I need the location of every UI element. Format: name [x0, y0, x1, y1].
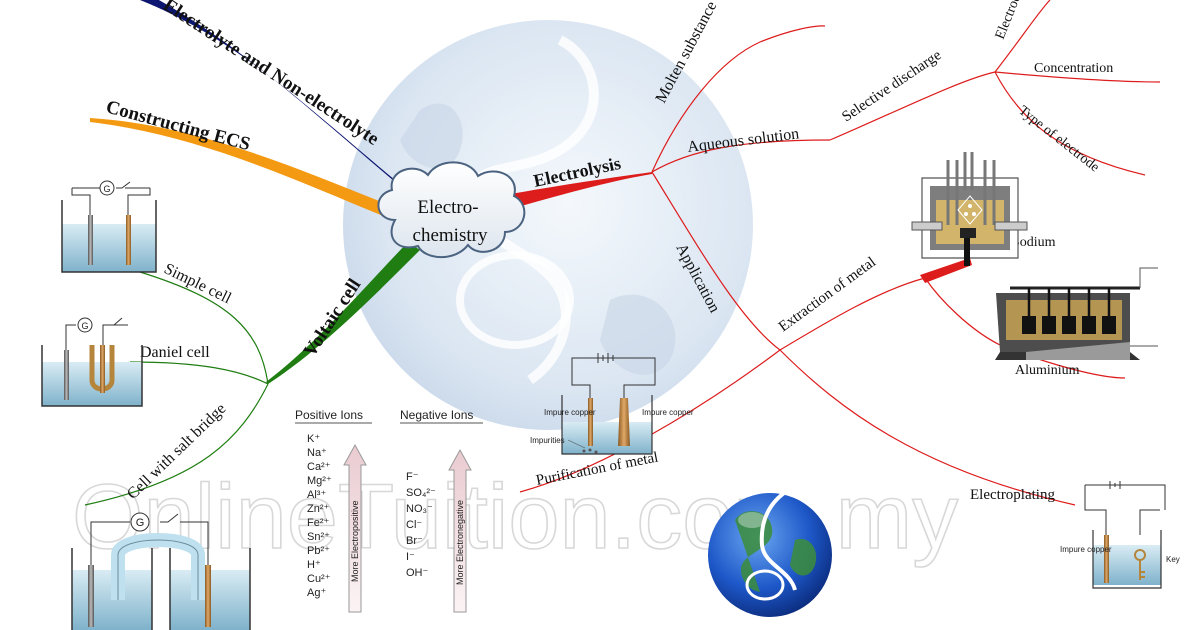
aluminium-cell-diagram: [995, 267, 1158, 360]
positive-ion: Al³⁺: [307, 489, 326, 501]
negative-ion: SO₄²⁻: [406, 487, 436, 499]
label-sodium: Sodium: [1012, 235, 1056, 250]
electronegative-arrow: [448, 448, 472, 613]
salt-bridge-cell-diagram: G: [71, 512, 251, 630]
battery-icon: [1109, 481, 1121, 489]
label-key: Key: [1166, 555, 1180, 564]
globe-icon: [708, 486, 832, 617]
positive-ion: Pb²⁺: [307, 545, 330, 557]
switch-icon: [160, 513, 179, 523]
label-aluminium: Aluminium: [1015, 363, 1080, 378]
negative-ion: OH⁻: [406, 567, 429, 579]
label-extraction-of-metal: Extraction of metal: [776, 254, 879, 335]
label-impure-copper: Impure copper: [544, 408, 596, 417]
positive-ions-header: Positive Ions: [295, 408, 363, 422]
switch-icon: [108, 317, 123, 326]
center-title-line2: chemistry: [413, 225, 488, 246]
negative-ion: Br⁻: [406, 535, 423, 547]
negative-ion: F⁻: [406, 471, 419, 483]
label-concentration: Concentration: [1034, 61, 1113, 76]
label-impurities: Impurities: [530, 436, 565, 445]
positive-ion: Zn²⁺: [307, 503, 330, 515]
positive-ion: Ag⁺: [307, 587, 326, 599]
label-electroplating: Electroplating: [970, 487, 1055, 503]
positive-ion: Sn²⁺: [307, 531, 330, 543]
galvanometer-icon: [77, 317, 93, 333]
purification-cell-diagram: Impure copper Impure copper Impurities: [530, 353, 694, 455]
positive-ion: Fe²⁺: [307, 517, 330, 529]
electropositive-arrow: [343, 443, 367, 613]
label-simple-cell: Simple cell: [161, 260, 234, 307]
positive-ion: Mg²⁺: [307, 475, 332, 487]
positive-ion: Ca²⁺: [307, 461, 331, 473]
simple-cell-diagram: G: [61, 180, 157, 273]
extraction-to-sodium-branch: [920, 258, 972, 283]
svg-text:G: G: [81, 321, 88, 331]
positive-ion: H⁺: [307, 559, 321, 571]
label-impure-copper: Impure copper: [1060, 545, 1112, 554]
negative-ions-header: Negative Ions: [400, 408, 473, 422]
svg-text:G: G: [136, 517, 145, 529]
galvanometer-icon: [99, 180, 115, 196]
electroplating-cell-diagram: Impure copper Key: [1060, 481, 1180, 589]
center-title-line1: Electro-: [417, 197, 478, 218]
positive-ion: Na⁺: [307, 447, 327, 459]
positive-ion: K⁺: [307, 433, 320, 445]
label-impure-copper: Impure copper: [642, 408, 694, 417]
branch-voltaic: [266, 242, 420, 384]
sodium-cell-diagram: [911, 152, 1028, 266]
label-more-electropositive: More Electropositive: [350, 500, 360, 582]
negative-ion: NO₃⁻: [406, 503, 433, 515]
cloud-icon: [377, 161, 526, 259]
positive-ion: Cu²⁺: [307, 573, 331, 585]
svg-text:G: G: [103, 184, 110, 194]
daniel-cell-diagram: G: [41, 317, 143, 407]
branch-electrolysis: [500, 172, 652, 212]
galvanometer-icon: [130, 512, 150, 532]
negative-ion: I⁻: [406, 551, 415, 563]
battery-icon: [597, 353, 614, 363]
label-selective-discharge: Selective discharge: [839, 47, 944, 125]
ion-series-table: Positive Ions Negative Ions K⁺ Na⁺ Ca²⁺ …: [295, 408, 483, 613]
voltaic-lines: [84, 271, 269, 506]
branch-label-voltaic: Voltaic cell: [300, 275, 366, 361]
label-daniel-cell: Daniel cell: [140, 344, 210, 361]
label-more-electronegative: More Electronegative: [455, 500, 465, 585]
label-type-of-electrode: Type of electrode: [1016, 103, 1102, 175]
switch-icon: [116, 181, 131, 189]
negative-ion: Cl⁻: [406, 519, 422, 531]
